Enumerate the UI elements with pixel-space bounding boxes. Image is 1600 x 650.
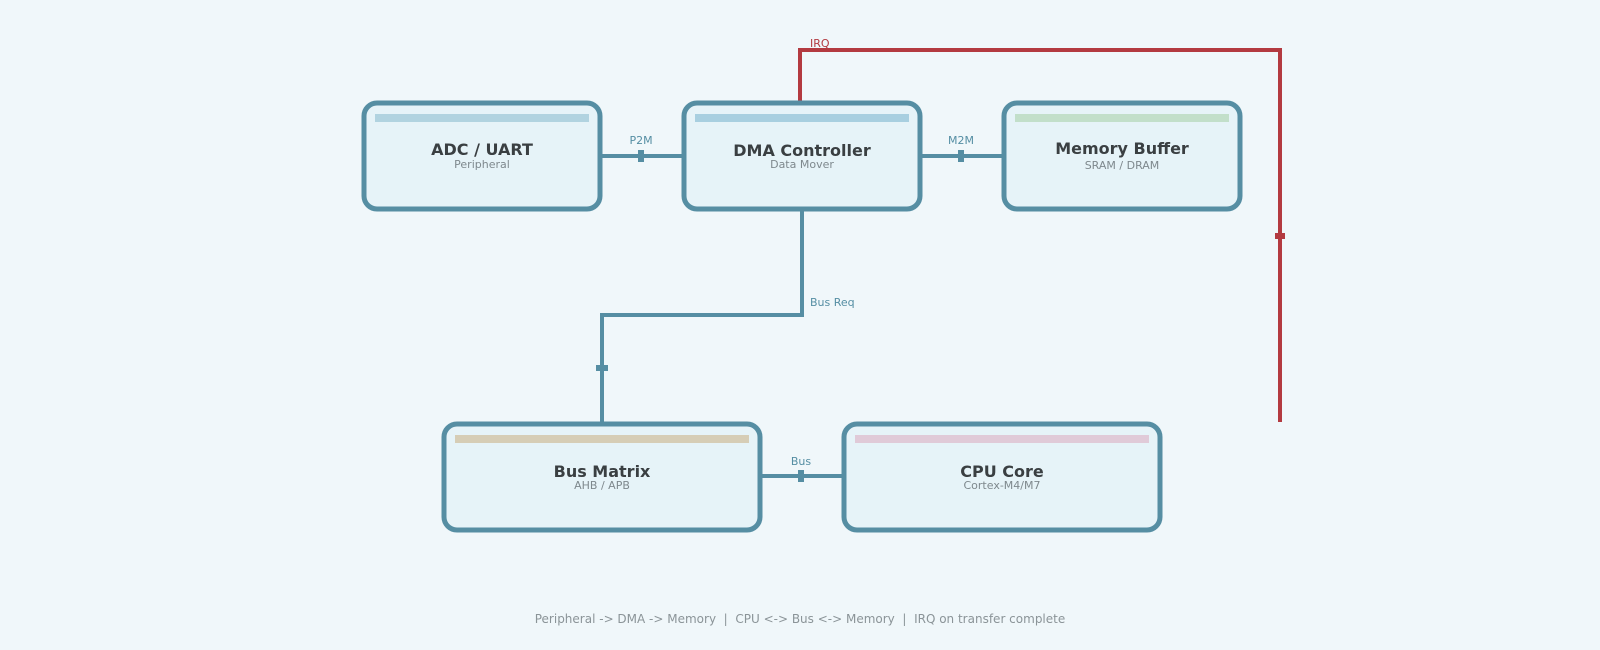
node-box: [441, 421, 763, 533]
node-box: [841, 421, 1163, 533]
edge-irq: IRQ: [798, 37, 1285, 422]
node-subtitle: Peripheral: [454, 158, 510, 171]
edge-p2m: P2M: [600, 134, 682, 162]
node-title: CPU Core: [960, 462, 1044, 481]
node-subtitle: AHB / APB: [574, 479, 630, 492]
bus-marker: [798, 470, 804, 482]
node-title: DMA Controller: [733, 141, 871, 160]
node-adc-uart: ADC / UART Peripheral: [361, 100, 603, 212]
node-subtitle: Cortex-M4/M7: [964, 479, 1041, 492]
m2m-marker: [958, 150, 964, 162]
node-accent-bar: [375, 114, 589, 122]
node-subtitle: Data Mover: [770, 158, 834, 171]
m2m-label: M2M: [948, 134, 974, 147]
irq-label: IRQ: [810, 37, 830, 50]
p2m-marker: [638, 150, 644, 162]
node-title: ADC / UART: [431, 140, 533, 159]
diagram-caption: Peripheral -> DMA -> Memory | CPU <-> Bu…: [535, 612, 1066, 626]
node-dma-controller: DMA Controller Data Mover: [681, 100, 923, 212]
edge-m2m: M2M: [920, 134, 1002, 162]
node-title: Bus Matrix: [554, 462, 651, 481]
node-accent-bar: [695, 114, 909, 122]
bus-req-label: Bus Req: [810, 296, 855, 309]
edge-bus: Bus: [760, 455, 842, 482]
node-accent-bar: [1015, 114, 1229, 122]
node-box: [681, 100, 923, 212]
irq-marker: [1275, 233, 1285, 239]
node-cpu-core: CPU Core Cortex-M4/M7: [841, 421, 1163, 533]
bus-label: Bus: [791, 455, 812, 468]
node-subtitle: SRAM / DRAM: [1085, 159, 1160, 172]
node-title: Memory Buffer: [1055, 139, 1189, 158]
bus-req-line: [600, 210, 804, 422]
bus-req-marker: [596, 365, 608, 371]
node-accent-bar: [855, 435, 1149, 443]
edge-bus-req: Bus Req: [596, 210, 855, 422]
node-memory-buffer: Memory Buffer SRAM / DRAM: [1001, 100, 1243, 212]
node-accent-bar: [455, 435, 749, 443]
p2m-label: P2M: [629, 134, 652, 147]
node-box: [1001, 100, 1243, 212]
node-bus-matrix: Bus Matrix AHB / APB: [441, 421, 763, 533]
node-box: [361, 100, 603, 212]
